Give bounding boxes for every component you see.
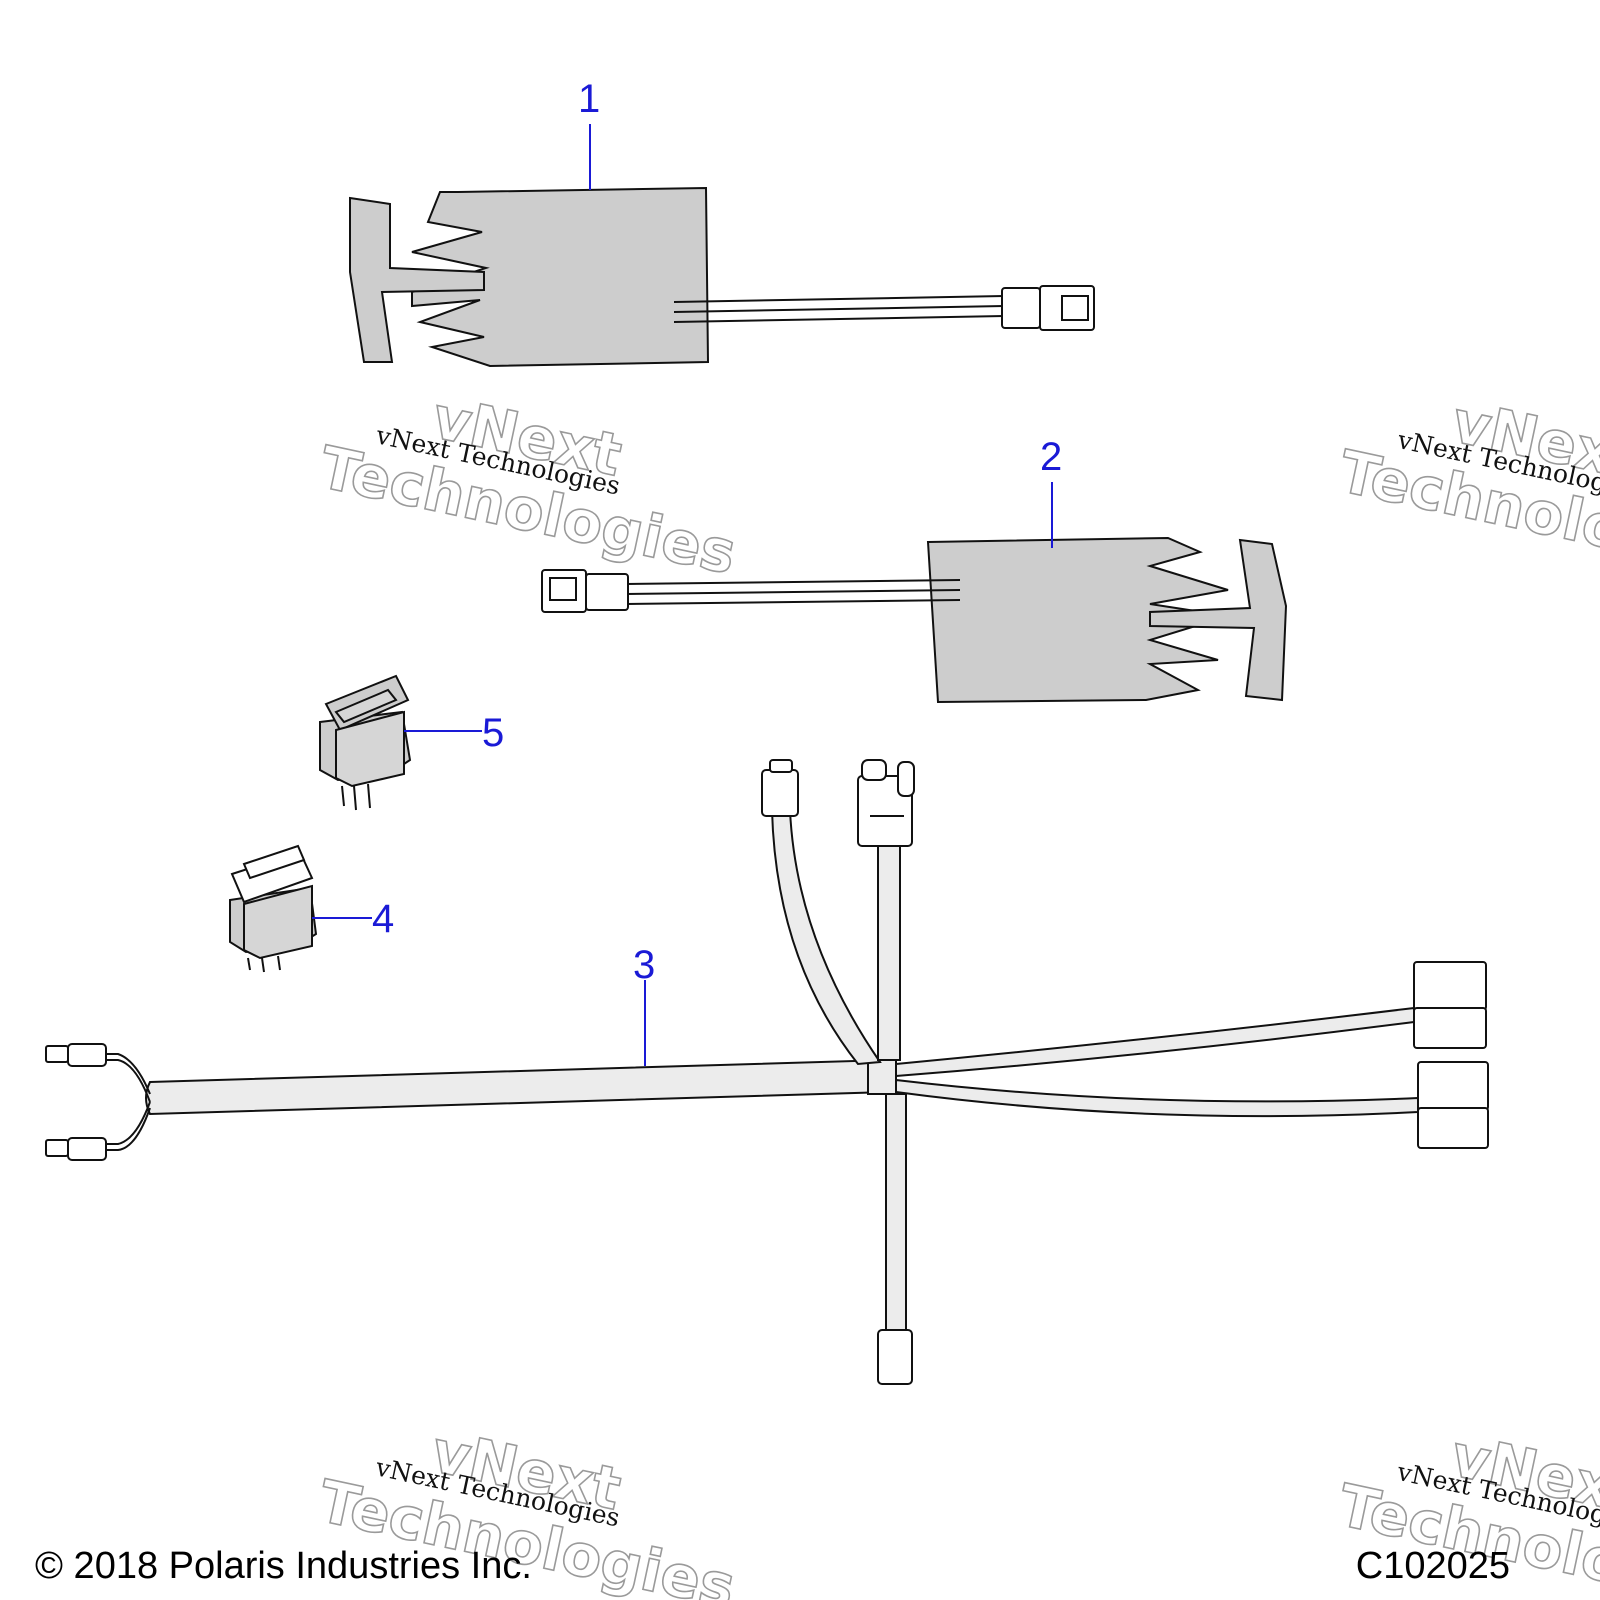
callout-3: 3 xyxy=(633,943,655,987)
part-3-wiring-harness xyxy=(45,759,1489,1385)
part-1-heating-element xyxy=(349,186,1095,368)
diagram-id: C102025 xyxy=(1355,1545,1510,1587)
callout-2: 2 xyxy=(1040,435,1062,479)
part-4-rocker-switch xyxy=(229,844,318,973)
callout-1: 1 xyxy=(578,77,600,121)
watermark-center-top: vNext Technologies vNext Technologies xyxy=(313,383,742,589)
part-5-rocker-switch xyxy=(319,674,412,811)
callout-4: 4 xyxy=(372,897,394,941)
callout-5: 5 xyxy=(482,711,504,755)
watermark-right-top: vNext Technologies vNext Technologies xyxy=(1333,387,1600,593)
copyright-text: © 2018 Polaris Industries Inc. xyxy=(35,1545,532,1587)
part-2-heating-element xyxy=(541,536,1288,704)
